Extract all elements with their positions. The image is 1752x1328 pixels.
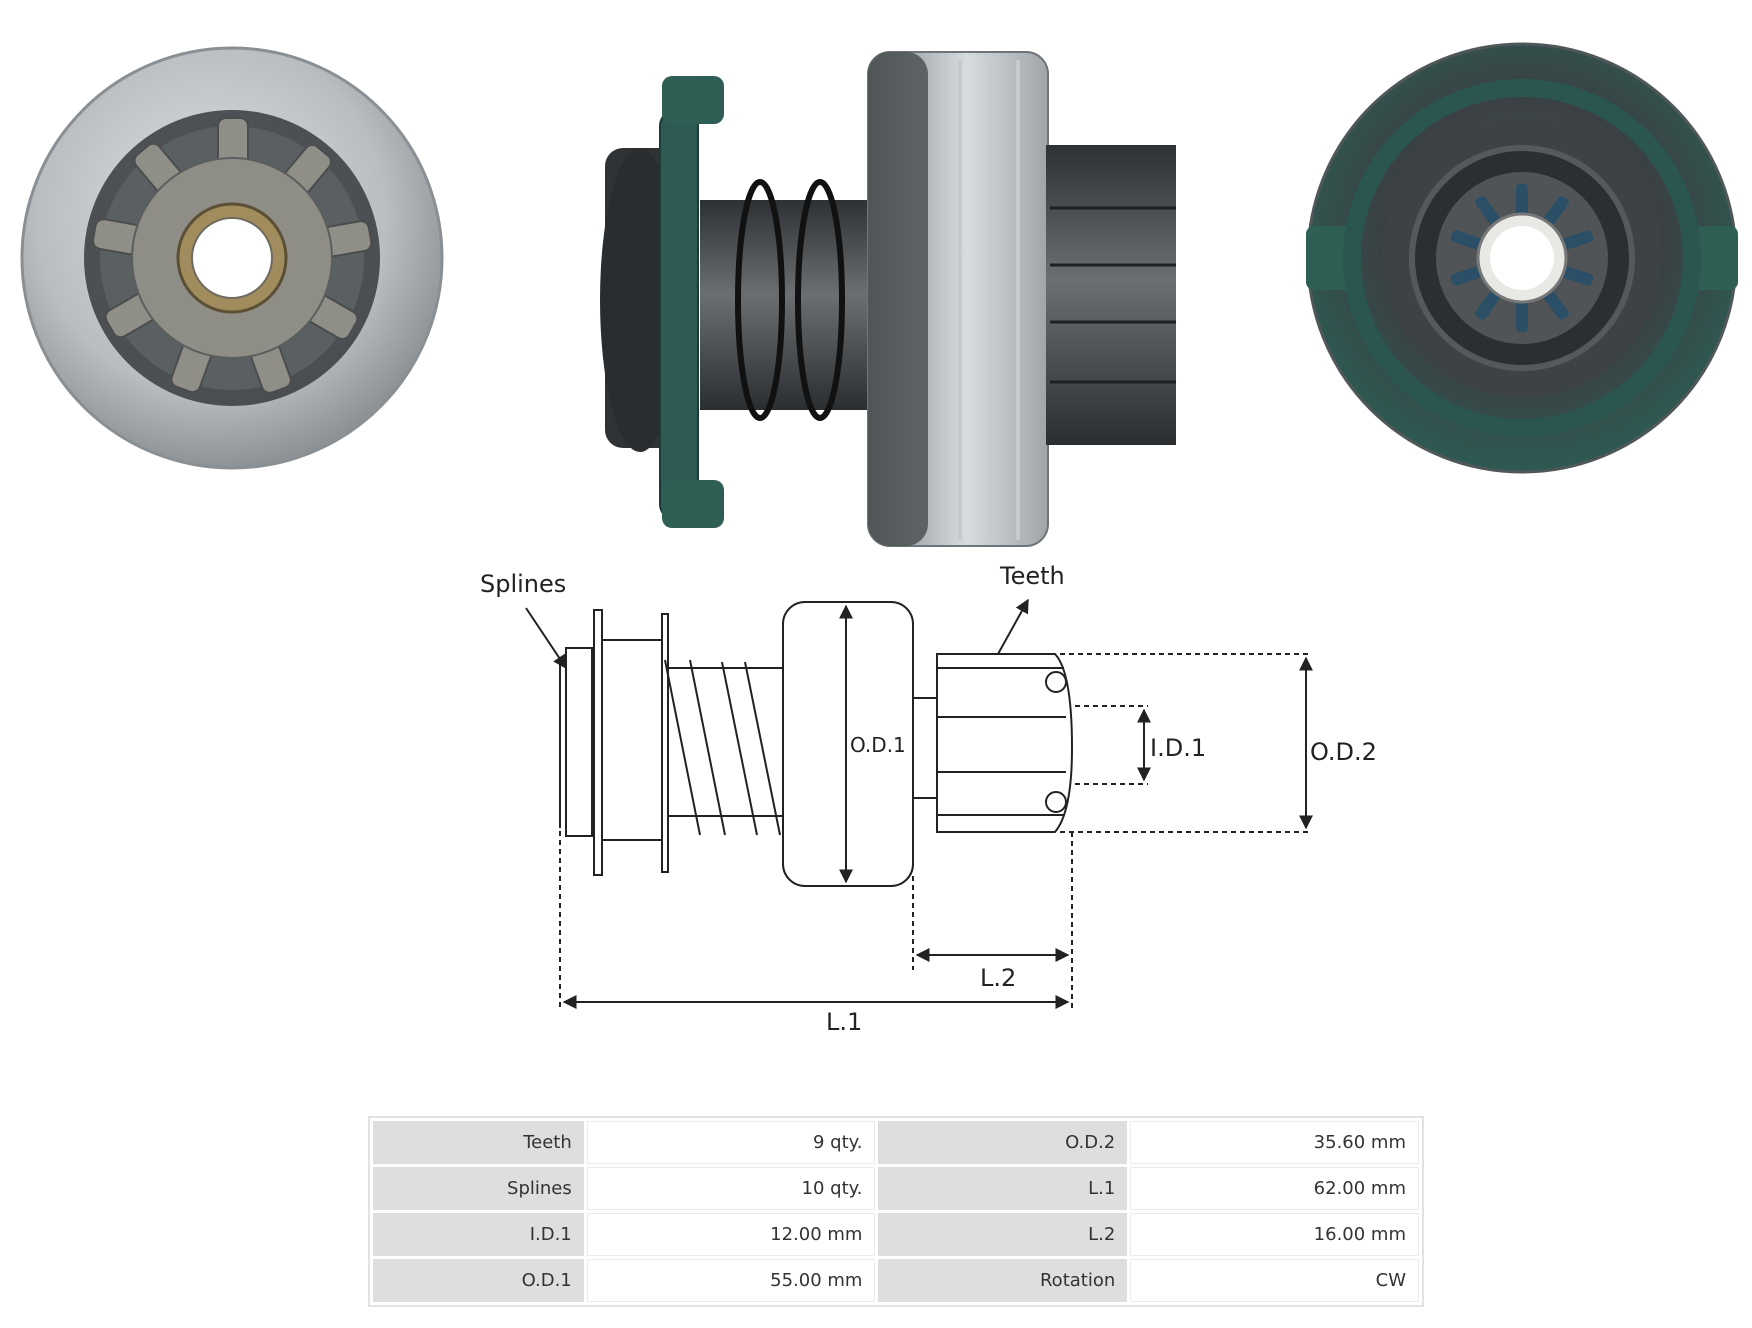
spec-value: CW [1130, 1259, 1419, 1302]
spec-key: I.D.1 [373, 1213, 584, 1256]
dimension-lines [525, 598, 1313, 1010]
spec-key: O.D.2 [878, 1121, 1128, 1164]
splines-label: Splines [480, 570, 566, 598]
spec-key: O.D.1 [373, 1259, 584, 1302]
spec-value: 9 qty. [586, 1121, 876, 1164]
l2-label: L.2 [980, 964, 1016, 992]
table-row: Teeth 9 qty. O.D.2 35.60 mm [373, 1121, 1419, 1164]
table-row: O.D.1 55.00 mm Rotation CW [373, 1259, 1419, 1302]
spec-value: 12.00 mm [586, 1213, 876, 1256]
spec-value: 16.00 mm [1130, 1213, 1419, 1256]
side-view-photo [600, 51, 1176, 547]
spec-value: 10 qty. [586, 1167, 876, 1210]
specifications-table: Teeth 9 qty. O.D.2 35.60 mm Splines 10 q… [368, 1116, 1424, 1307]
table-row: Splines 10 qty. L.1 62.00 mm [373, 1167, 1419, 1210]
od2-label: O.D.2 [1310, 738, 1377, 766]
back-view-photo [1306, 42, 1738, 474]
front-view-photo [20, 46, 444, 470]
l1-label: L.1 [826, 1008, 862, 1036]
teeth-label: Teeth [999, 562, 1065, 590]
spec-value: 55.00 mm [586, 1259, 876, 1302]
spec-key: L.1 [878, 1167, 1128, 1210]
spec-key: Splines [373, 1167, 584, 1210]
od1-label: O.D.1 [850, 733, 906, 757]
spec-key: Rotation [878, 1259, 1128, 1302]
technical-drawing [559, 601, 1074, 887]
id1-label: I.D.1 [1150, 734, 1206, 762]
spec-value: 62.00 mm [1130, 1167, 1419, 1210]
table-row: I.D.1 12.00 mm L.2 16.00 mm [373, 1213, 1419, 1256]
spec-value: 35.60 mm [1130, 1121, 1419, 1164]
spec-key: L.2 [878, 1213, 1128, 1256]
spec-key: Teeth [373, 1121, 584, 1164]
